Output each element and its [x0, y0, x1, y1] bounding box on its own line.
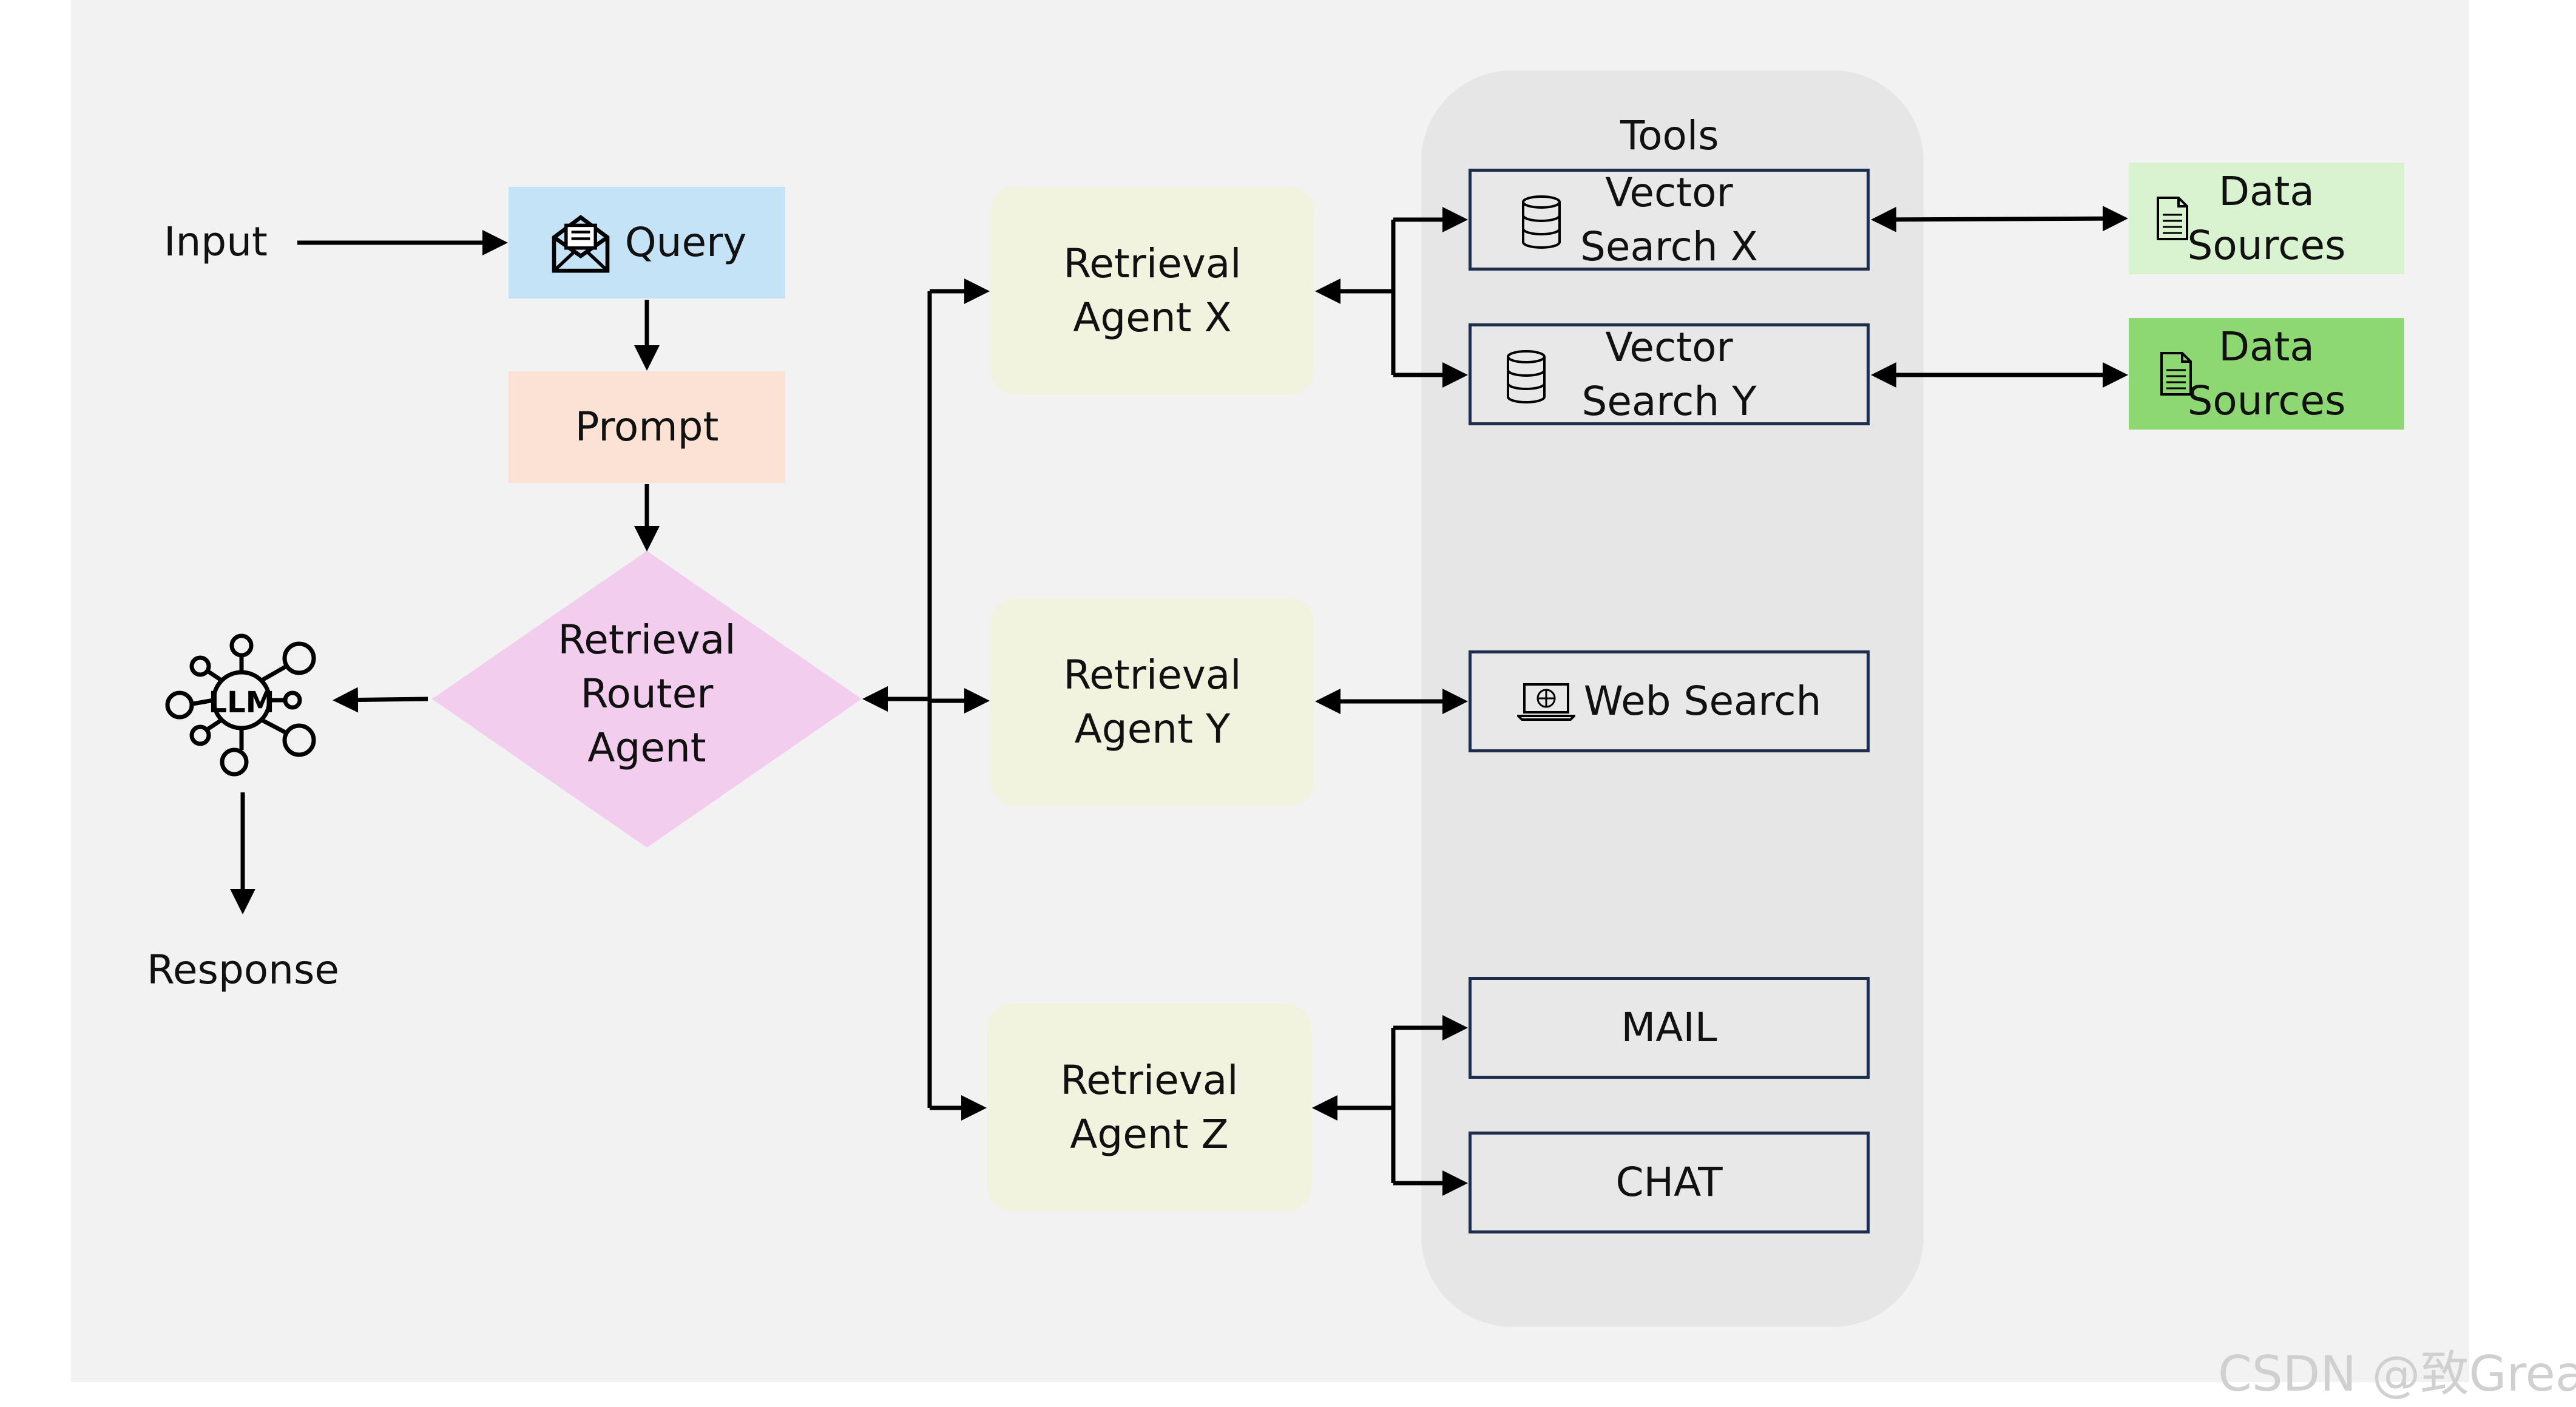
- chat-tool: CHAT: [1469, 1132, 1870, 1233]
- llm-network-icon: LLM: [165, 633, 316, 777]
- router-label-line2: Router: [580, 670, 714, 718]
- query-label: Query: [624, 219, 747, 266]
- document-icon: [2157, 197, 2188, 240]
- prompt-node: Prompt: [509, 371, 785, 483]
- router-diamond: [432, 551, 862, 848]
- mail-tool: MAIL: [1469, 977, 1870, 1079]
- vector-search-x-line1: Vector: [1605, 169, 1733, 216]
- mail-envelope-icon: [552, 215, 610, 273]
- tools-title: Tools: [1620, 112, 1719, 159]
- document-icon: [2160, 352, 2192, 396]
- arrow-router-to-llm: [333, 687, 428, 713]
- vector-search-y-line1: Vector: [1605, 323, 1733, 371]
- database-icon: [1522, 195, 1561, 249]
- mail-label: MAIL: [1621, 1004, 1717, 1051]
- vector-search-y-line2: Search Y: [1581, 378, 1757, 425]
- data-sources-1-line2: Sources: [2187, 222, 2346, 269]
- agent-x-line1: Retrieval: [1063, 240, 1242, 287]
- agent-z-line2: Agent Z: [1070, 1111, 1229, 1158]
- web-search-label: Web Search: [1583, 678, 1822, 725]
- agent-x-line2: Agent X: [1073, 294, 1232, 341]
- prompt-label: Prompt: [575, 403, 719, 451]
- router-label-line3: Agent: [587, 724, 706, 772]
- llm-icon-label: LLM: [209, 686, 275, 720]
- data-sources-1-line1: Data: [2219, 167, 2314, 215]
- watermark: CSDN @致Great: [2218, 1346, 2576, 1402]
- router-label-line1: Retrieval: [558, 616, 736, 663]
- query-node: Query: [509, 187, 785, 299]
- agent-y-line1: Retrieval: [1063, 651, 1242, 698]
- chat-label: CHAT: [1615, 1159, 1723, 1206]
- arrow-vector-x-data-sources: [1871, 206, 2128, 232]
- response-label: Response: [147, 946, 339, 993]
- vector-search-x-line2: Search X: [1580, 223, 1758, 270]
- web-search-tool: Web Search: [1469, 650, 1870, 752]
- agent-z-line1: Retrieval: [1060, 1056, 1239, 1104]
- database-icon: [1507, 350, 1546, 403]
- router-label: Retrieval Router Agent: [509, 613, 785, 775]
- agent-y-line2: Agent Y: [1074, 706, 1231, 752]
- laptop-globe-icon: [1516, 683, 1575, 721]
- input-label: Input: [164, 218, 268, 265]
- data-sources-2-line1: Data: [2219, 323, 2314, 370]
- data-sources-2-line2: Sources: [2187, 377, 2346, 424]
